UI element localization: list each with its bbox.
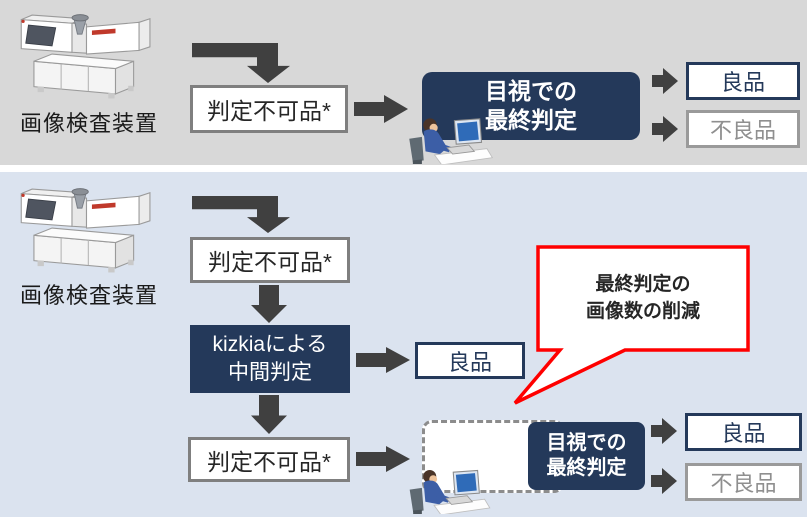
arrow-right-icon <box>354 95 408 123</box>
undecidable-box-1: 判定不可品* <box>190 237 350 283</box>
arrow-right-icon <box>652 68 678 94</box>
before-flow-section: 画像検査装置 判定不可品* 目視での 最終判定 <box>0 0 807 165</box>
arrow-right-icon <box>650 418 678 444</box>
device-label: 画像検査装置 <box>19 111 158 136</box>
defective-product-box: 不良品 <box>685 463 802 501</box>
inspection-machine-icon <box>14 6 159 103</box>
callout-bubble-icon <box>510 245 752 406</box>
arrow-right-icon <box>650 468 678 494</box>
after-flow-section: 画像検査装置 判定不可品* kizkiaによる 中間判定 良品 <box>0 172 807 517</box>
elbow-arrow-icon <box>192 43 290 83</box>
person-at-computer-icon <box>404 460 492 514</box>
arrow-down-icon <box>251 285 287 323</box>
defective-product-box: 不良品 <box>686 110 800 148</box>
device-label: 画像検査装置 <box>19 283 158 308</box>
inspection-machine-icon <box>14 180 159 277</box>
kizkia-intermediate-judgment-box: kizkiaによる 中間判定 <box>190 325 350 393</box>
person-at-computer-icon <box>403 108 495 164</box>
undecidable-box-2: 判定不可品* <box>188 437 350 482</box>
arrow-right-icon <box>356 347 410 373</box>
elbow-arrow-icon <box>192 196 290 233</box>
good-product-box: 良品 <box>686 62 800 100</box>
good-product-box: 良品 <box>685 413 802 451</box>
good-product-box-mid: 良品 <box>415 342 525 379</box>
undecidable-box: 判定不可品* <box>190 85 348 133</box>
arrow-down-icon <box>251 395 287 434</box>
arrow-right-icon <box>652 116 678 142</box>
callout-text: 最終判定の 画像数の削減 <box>585 273 700 322</box>
visual-final-judgment-box: 目視での 最終判定 <box>528 422 645 490</box>
arrow-right-icon <box>356 446 410 472</box>
